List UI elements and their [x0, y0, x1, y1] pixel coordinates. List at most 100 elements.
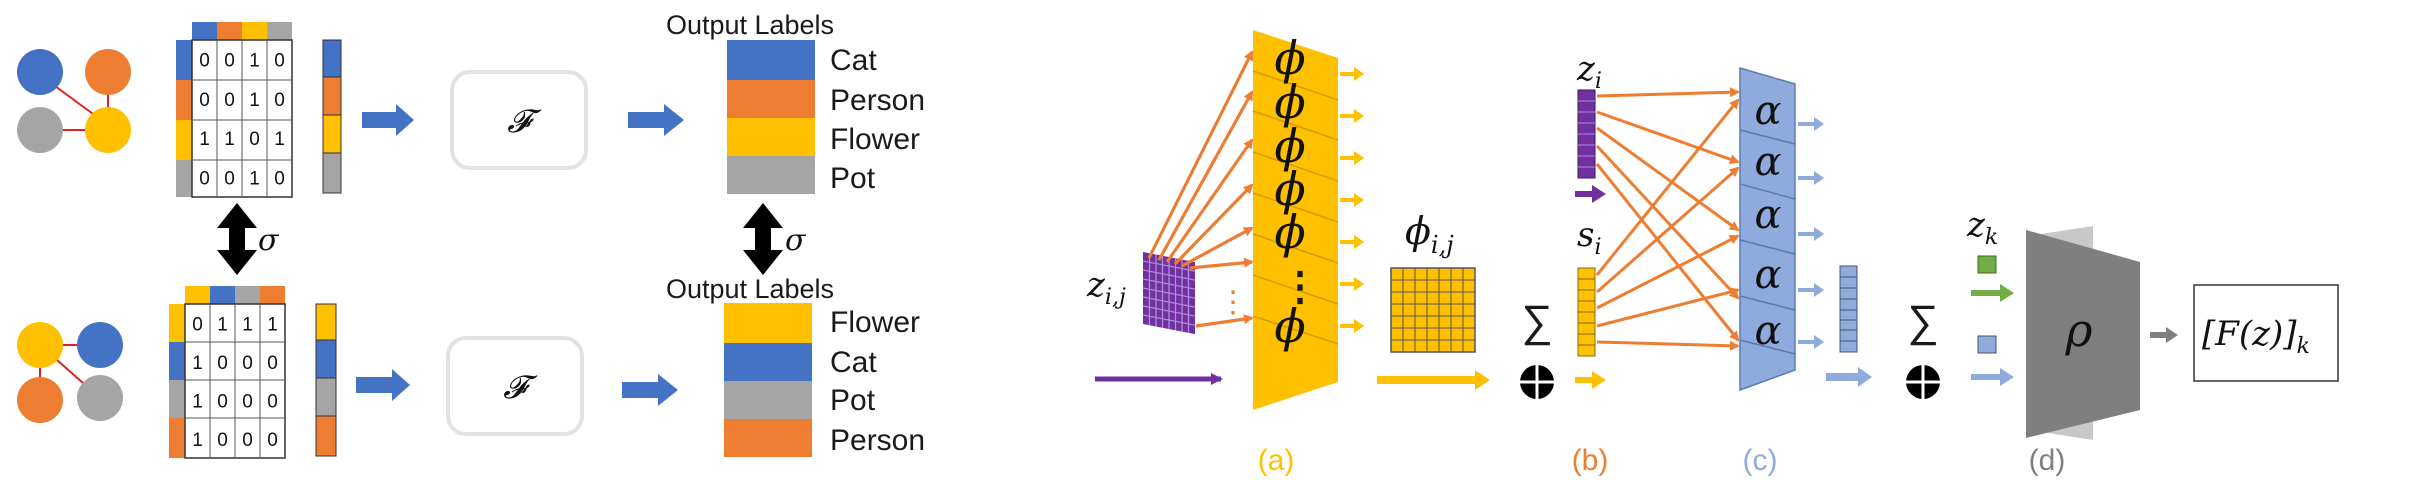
matrix-cell: 1	[192, 391, 203, 412]
matrix-cell: 1	[192, 430, 203, 451]
matrix-cell: 0	[217, 391, 228, 412]
alpha-output-vector	[1839, 265, 1858, 353]
alpha-output-arrows	[1798, 117, 1824, 349]
matrix-cell: 0	[267, 353, 278, 374]
graph-top	[17, 49, 131, 153]
matrix-cell: 1	[267, 314, 278, 335]
phi-ij-label: ϕi,j	[1405, 209, 1454, 259]
sigma-arrow-left: σ	[217, 203, 280, 275]
matrix-cell: 1	[249, 168, 260, 189]
matrix-cell: 1	[217, 314, 228, 335]
matrix-cell: 0	[274, 90, 285, 111]
feature-vector-bottom	[315, 303, 337, 457]
matrix-cell: 1	[224, 129, 235, 150]
output-title: Output Labels	[666, 274, 834, 304]
z-k-label: zk	[1966, 205, 1998, 250]
s-i-label: si	[1577, 215, 1602, 260]
matrix-cell: 0	[217, 353, 228, 374]
node-orange	[17, 377, 63, 423]
alpha-vector-arrow	[1826, 367, 1872, 387]
matrix-cell: 0	[274, 168, 285, 189]
matrix-cell: 1	[242, 314, 253, 335]
output-labels-top: Output Labels Cat Person Flower Pot	[666, 10, 925, 195]
phi-ij-grid	[1390, 267, 1476, 353]
function-box-top: 𝓕	[450, 70, 588, 170]
svg-text:α: α	[1754, 88, 1781, 134]
alpha-input-arrows	[1595, 87, 1740, 351]
svg-text:∑: ∑	[1907, 297, 1938, 346]
label-2: Person	[830, 84, 925, 117]
function-box-bottom: 𝓕	[446, 336, 584, 436]
node-yellow	[17, 322, 63, 368]
node-blue	[17, 49, 63, 95]
svg-text:zi,j: zi,j	[1086, 265, 1126, 310]
output-title: Output Labels	[666, 10, 834, 40]
node-gray	[17, 107, 63, 153]
svg-text:ϕ: ϕ	[1274, 75, 1305, 129]
rho-block: ρ	[2026, 226, 2140, 440]
s-i-vector	[1577, 267, 1596, 357]
matrix-cell: 0	[199, 51, 210, 72]
label-d: (d)	[2029, 444, 2066, 477]
svg-text:zk: zk	[1966, 205, 1998, 250]
label-4: Pot	[830, 162, 876, 195]
label-a: (a)	[1258, 444, 1295, 477]
z-i-arrow	[1575, 185, 1606, 203]
z-ij-grid	[1143, 252, 1195, 335]
label-3: Pot	[830, 384, 876, 417]
svg-text:ϕ: ϕ	[1274, 31, 1305, 85]
svg-text:∑: ∑	[1521, 297, 1552, 346]
sigma-arrow-right: σ	[743, 203, 807, 275]
sum-2: ∑	[1905, 297, 1941, 400]
matrix-cell: 1	[274, 129, 285, 150]
rho-output-arrow	[2150, 327, 2178, 343]
matrix-cell: 0	[192, 314, 203, 335]
matrix-cell: 0	[224, 168, 235, 189]
z-k-arrow	[1971, 284, 2014, 302]
matrix-cell: 1	[249, 51, 260, 72]
sum-1: ∑	[1519, 297, 1555, 400]
node-yellow	[85, 107, 131, 153]
node-orange	[85, 49, 131, 95]
arrow-to-output-bottom	[622, 374, 678, 406]
label-1: Flower	[830, 306, 920, 339]
matrix-cell: 1	[249, 90, 260, 111]
matrix-cell: 0	[199, 168, 210, 189]
label-4: Person	[830, 424, 925, 457]
svg-text:zi: zi	[1576, 49, 1602, 94]
svg-text:α: α	[1754, 139, 1781, 185]
svg-text:ϕ: ϕ	[1274, 162, 1305, 216]
matrix-cell: 0	[249, 129, 260, 150]
label-b: (b)	[1572, 444, 1609, 477]
node-gray	[77, 375, 123, 421]
label-1: Cat	[830, 44, 877, 77]
phi-ij-arrow	[1377, 370, 1490, 390]
matrix-cell: 0	[224, 51, 235, 72]
svg-text:ρ: ρ	[2064, 303, 2092, 357]
label-c: (c)	[1743, 444, 1778, 477]
svg-text:[F(z)]k: [F(z)]k	[2202, 314, 2310, 359]
svg-text:⋮: ⋮	[1280, 265, 1320, 309]
output-box: [F(z)]k	[2193, 284, 2339, 382]
label-3: Flower	[830, 123, 920, 156]
matrix-cell: 0	[267, 430, 278, 451]
node-blue	[77, 322, 123, 368]
svg-text:ϕ: ϕ	[1274, 205, 1305, 259]
svg-text:α: α	[1754, 308, 1781, 354]
svg-text:si: si	[1577, 215, 1602, 260]
phi-input-arrows	[1147, 50, 1254, 328]
arrow-to-F-top	[362, 104, 414, 136]
matrix-cell: 0	[199, 90, 210, 111]
svg-text:ϕ: ϕ	[1274, 119, 1305, 173]
z-k-square	[1977, 255, 1997, 274]
z-i-vector	[1577, 89, 1596, 179]
feature-vector-top	[322, 39, 342, 194]
label-2: Cat	[830, 346, 877, 379]
matrix-cell: 0	[267, 391, 278, 412]
arrow-to-output-top	[628, 104, 684, 136]
matrix-cell: 1	[192, 353, 203, 374]
phi-block: ϕ ϕ ϕ ϕ ϕ ⋮ ϕ	[1252, 30, 1339, 410]
matrix-cell: 0	[242, 391, 253, 412]
